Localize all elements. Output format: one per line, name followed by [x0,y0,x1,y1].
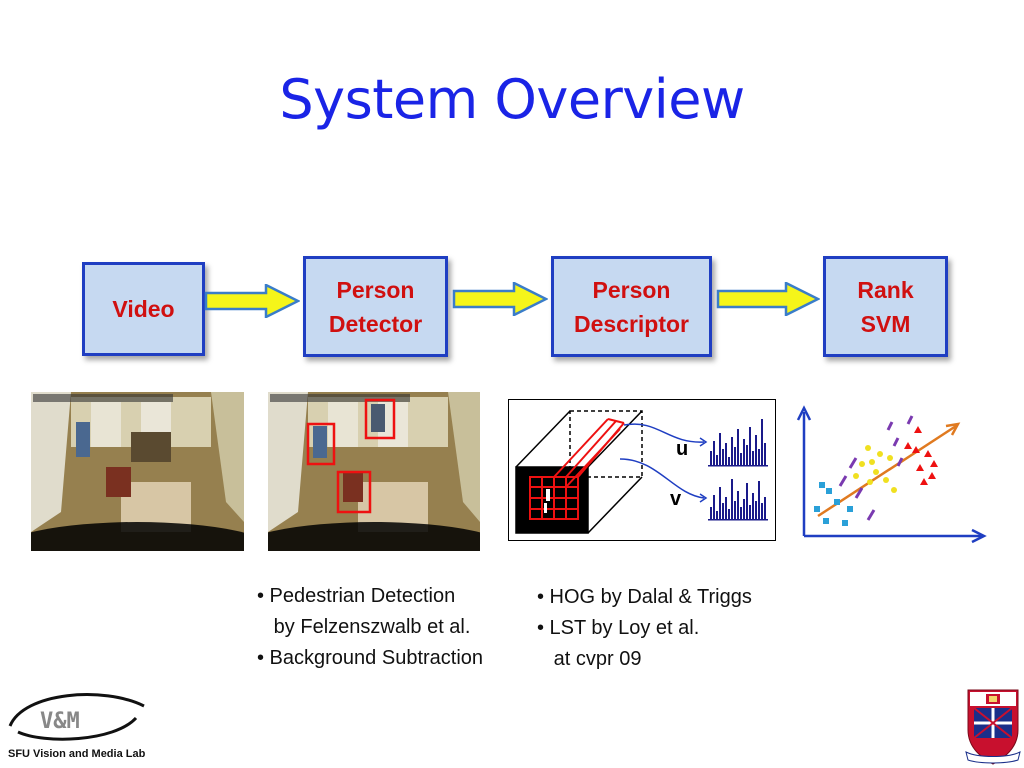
detector-note-1: • Pedestrian Detection [257,585,456,607]
vml-logo-mark: V&M [40,709,80,734]
rank-svm-figure [796,405,987,544]
arrow-right-icon [204,284,300,318]
v-label: v [670,488,682,510]
rank-svm-box: Rank SVM [823,256,948,357]
video-frame-image [31,392,244,551]
u-histogram [708,419,768,467]
slide-title: System Overview [279,68,745,131]
person-descriptor-box: Person Descriptor [551,256,712,357]
detector-note-3: • Background Subtraction [257,647,484,669]
detector-note-2: by Felzenszwalb et al. [257,616,471,638]
university-crest-icon [965,689,1021,765]
descriptor-note-1: • HOG by Dalal & Triggs [537,586,752,608]
arrow-right-icon [716,282,820,316]
person-detector-box: Person Detector [303,256,448,357]
u-label: u [676,438,688,460]
descriptor-note-2: • LST by Loy et al. [537,617,700,639]
descriptor-note-3: at cvpr 09 [537,648,642,670]
vml-logo-caption: SFU Vision and Media Lab [8,748,146,760]
rank-svm-box-label: Rank SVM [857,276,914,337]
video-box-label: Video [112,296,175,322]
descriptor-notes: • HOG by Dalal & Triggs • LST by Loy et … [537,582,752,675]
person-descriptor-box-label: Person Descriptor [573,276,690,337]
arrow-right-icon [452,282,548,316]
descriptor-figure: u v [508,399,776,541]
video-box: Video [82,262,205,356]
detection-frame-image [268,392,480,551]
detector-notes: • Pedestrian Detection by Felzenszwalb e… [257,581,483,674]
person-detector-box-label: Person Detector [328,276,423,337]
v-histogram [708,479,768,521]
vml-logo: V&M SFU Vision and Media Lab [4,688,154,766]
